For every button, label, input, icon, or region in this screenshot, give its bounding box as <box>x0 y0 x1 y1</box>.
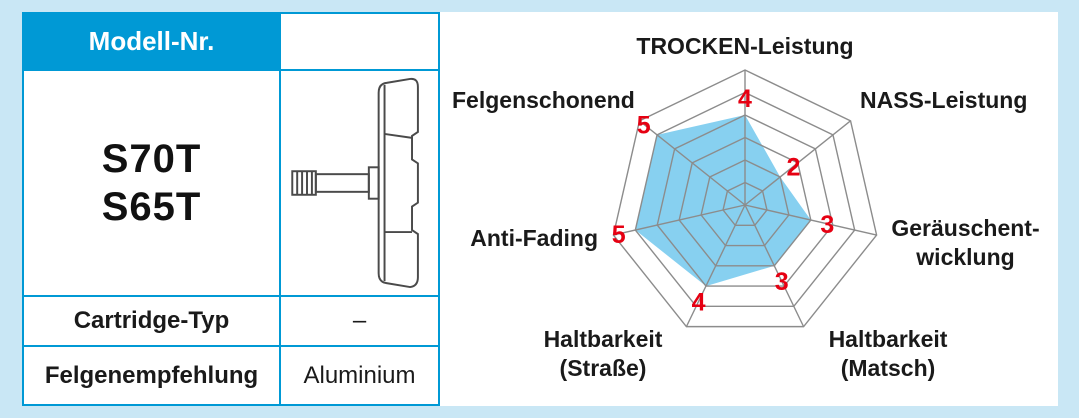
brake-pad-image-cell <box>281 71 438 297</box>
svg-text:3: 3 <box>820 211 834 239</box>
axis-label-trocken-leistung: TROCKEN-Leistung <box>636 33 854 59</box>
brake-pad-illustration <box>290 77 419 289</box>
felgenempfehlung-value: Aluminium <box>303 361 416 389</box>
axis-label-geraeuschentwicklung: Geräuschent- wicklung <box>891 215 1040 270</box>
felgenempfehlung-label: Felgenempfehlung <box>44 361 259 389</box>
table-header-model-nr: Modell-Nr. <box>24 14 281 71</box>
axis-label-haltbarkeit-matsch: Haltbarkeit (Matsch) <box>828 326 948 381</box>
radar-chart: 4 2 3 3 4 5 5 <box>612 69 878 328</box>
svg-text:5: 5 <box>612 221 626 249</box>
axis-label-felgenschonend: Felgenschonend <box>452 87 635 113</box>
cartridge-typ-label-cell: Cartridge-Typ <box>24 297 281 347</box>
felgenempfehlung-label-cell: Felgenempfehlung <box>24 347 281 404</box>
table-header-empty-cell <box>281 14 438 71</box>
radar-chart-area: 4 2 3 3 4 5 5 TROCKEN-Leistung NASS-Leistung G… <box>440 12 1058 406</box>
model-number-line-2: S65T <box>101 185 202 229</box>
spec-table: Modell-Nr. S70T S65T <box>22 12 440 406</box>
svg-text:2: 2 <box>787 153 801 181</box>
svg-text:4: 4 <box>692 288 706 316</box>
cartridge-typ-value: – <box>352 307 367 334</box>
spec-card: Modell-Nr. S70T S65T <box>22 12 1058 406</box>
cartridge-typ-value-cell: – <box>281 297 438 347</box>
svg-text:3: 3 <box>775 268 789 296</box>
model-number-line-1: S70T <box>101 137 202 181</box>
svg-text:4: 4 <box>738 85 752 113</box>
axis-label-haltbarkeit-strasse: Haltbarkeit (Straße) <box>543 326 663 381</box>
model-nr-header-label: Modell-Nr. <box>88 26 215 56</box>
model-number-cell: S70T S65T <box>24 71 281 297</box>
felgenempfehlung-value-cell: Aluminium <box>281 347 438 404</box>
axis-label-anti-fading: Anti-Fading <box>470 225 598 251</box>
cartridge-typ-label: Cartridge-Typ <box>73 307 230 334</box>
axis-label-nass-leistung: NASS-Leistung <box>860 87 1028 113</box>
svg-text:5: 5 <box>637 111 651 139</box>
